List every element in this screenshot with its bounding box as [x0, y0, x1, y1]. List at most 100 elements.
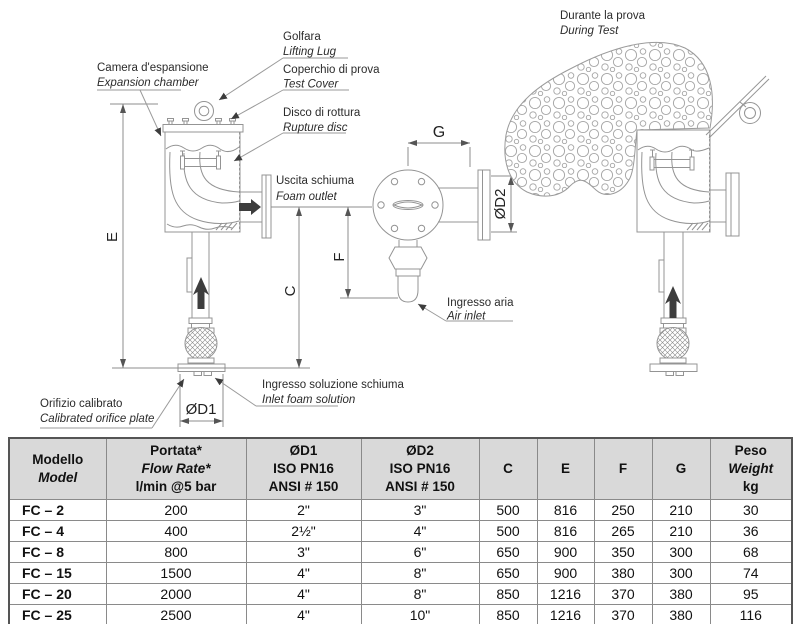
c-cell: 650 [478, 562, 538, 584]
c-cell: 850 [478, 604, 538, 624]
dim-label-D2: ØD2 [492, 189, 509, 220]
expansion-chamber-body [164, 131, 241, 233]
side-flange [477, 169, 491, 241]
d1-cell: 2½" [245, 520, 362, 542]
technical-drawing: E C F ØD1 [40, 10, 770, 429]
label-calibrated-orifice-en: Calibrated orifice plate [40, 413, 154, 425]
g-cell: 380 [651, 604, 711, 624]
g-cell: 300 [651, 562, 711, 584]
dim-label-E: E [104, 232, 121, 242]
model-cell: FC – 4 [8, 520, 107, 542]
flow-cell: 2000 [105, 583, 247, 605]
col-header-g: G [651, 437, 711, 500]
f-cell: 380 [593, 562, 653, 584]
label-rupture-disc-en: Rupture disc [283, 122, 348, 134]
d2-cell: 8" [360, 562, 480, 584]
d2-cell: 3" [360, 499, 480, 521]
c-cell: 500 [478, 520, 538, 542]
label-expansion-chamber-it: Camera d'espansione [97, 62, 209, 74]
col-header-flow-rate: Portata* Flow Rate* l/min @5 bar [105, 437, 247, 500]
front-view-device [372, 169, 491, 303]
f-cell: 250 [593, 499, 653, 521]
label-lifting-lug-en: Lifting Lug [283, 46, 337, 58]
label-calibrated-orifice-it: Orifizio calibrato [40, 398, 122, 410]
d1-cell: 3" [245, 541, 362, 563]
model-cell: FC – 15 [8, 562, 107, 584]
label-lifting-lug-it: Golfara [283, 31, 321, 43]
label-test-cover-it: Coperchio di prova [283, 64, 380, 76]
foam-cloud [504, 41, 713, 197]
col-header-d1: ØD1 ISO PN16 ANSI # 150 [245, 437, 362, 500]
callout-leaders [40, 57, 513, 429]
c-cell: 850 [478, 583, 538, 605]
dim-label-C: C [282, 285, 299, 296]
side-view-device [162, 101, 272, 376]
label-foam-outlet-it: Uscita schiuma [276, 175, 355, 187]
d2-cell: 10" [360, 604, 480, 624]
weight-cell: 116 [709, 604, 793, 624]
test-cover [162, 118, 244, 133]
e-cell: 1216 [536, 583, 595, 605]
dim-label-D1: ØD1 [186, 401, 217, 418]
label-expansion-chamber-en: Expansion chamber [97, 77, 200, 89]
d1-cell: 4" [245, 583, 362, 605]
label-inlet-foam-solution-en: Inlet foam solution [262, 394, 355, 406]
table-row-fc15: FC – 15 1500 4" 8" 650 900 380 300 74 [8, 562, 793, 584]
c-cell: 650 [478, 541, 538, 563]
d1-cell: 4" [245, 604, 362, 624]
e-cell: 1216 [536, 604, 595, 624]
label-during-test-en: During Test [560, 25, 619, 37]
c-cell: 500 [478, 499, 538, 521]
col-header-c: C [478, 437, 538, 500]
flow-cell: 200 [105, 499, 247, 521]
col-header-model: Modello Model [8, 437, 107, 500]
table-row-fc2: FC – 2 200 2" 3" 500 816 250 210 30 [8, 499, 793, 521]
g-cell: 210 [651, 499, 711, 521]
f-cell: 370 [593, 604, 653, 624]
d2-cell: 6" [360, 541, 480, 563]
f-cell: 265 [593, 520, 653, 542]
flow-arrow-right [239, 199, 261, 215]
e-cell: 816 [536, 520, 595, 542]
riser-pipe [186, 232, 213, 329]
g-cell: 210 [651, 520, 711, 542]
weight-cell: 95 [709, 583, 793, 605]
label-air-inlet-en: Air inlet [446, 311, 486, 323]
col-header-f: F [593, 437, 653, 500]
header-row: Modello Model Portata* Flow Rate* l/min … [8, 437, 793, 500]
model-cell: FC – 20 [8, 583, 107, 605]
model-cell: FC – 2 [8, 499, 107, 521]
f-cell: 370 [593, 583, 653, 605]
label-air-inlet-it: Ingresso aria [447, 297, 514, 309]
test-view-device [636, 129, 740, 376]
rupture-disc [180, 150, 221, 170]
open-test-cover [705, 75, 770, 139]
table-row-fc25: FC – 25 2500 4" 10" 850 1216 370 380 116 [8, 604, 793, 624]
flow-cell: 1500 [105, 562, 247, 584]
d1-cell: 2" [245, 499, 362, 521]
e-cell: 900 [536, 562, 595, 584]
label-inlet-foam-solution-it: Ingresso soluzione schiuma [262, 379, 405, 391]
air-inlet-dome [397, 275, 419, 303]
label-during-test-it: Durante la prova [560, 10, 646, 22]
f-cell: 350 [593, 541, 653, 563]
dimension-F [340, 207, 398, 299]
label-rupture-disc-it: Disco di rottura [283, 107, 361, 119]
d2-cell: 8" [360, 583, 480, 605]
table-row-fc8: FC – 8 800 3" 6" 650 900 350 300 68 [8, 541, 793, 563]
dimension-E [110, 103, 310, 369]
d1-cell: 4" [245, 562, 362, 584]
weight-cell: 36 [709, 520, 793, 542]
e-cell: 816 [536, 499, 595, 521]
col-header-weight: Peso Weight kg [709, 437, 793, 500]
model-cell: FC – 25 [8, 604, 107, 624]
d2-cell: 4" [360, 520, 480, 542]
model-cell: FC – 8 [8, 541, 107, 563]
e-cell: 900 [536, 541, 595, 563]
dimension-G [407, 140, 471, 167]
dim-label-F: F [331, 252, 348, 261]
weight-cell: 68 [709, 541, 793, 563]
g-cell: 380 [651, 583, 711, 605]
flow-arrow-up-test [665, 286, 681, 318]
